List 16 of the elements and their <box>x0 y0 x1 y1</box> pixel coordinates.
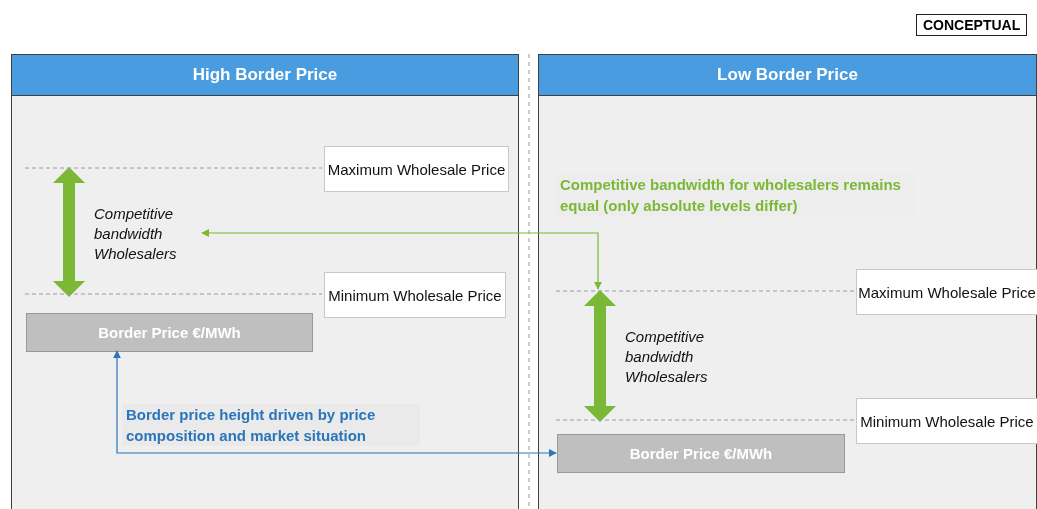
price-panel <box>11 54 519 509</box>
note-text: Border price height driven by price composition and market situation <box>122 404 420 446</box>
bandwidth-label: Competitive bandwidth Wholesalers <box>625 327 709 387</box>
price-level-box: Maximum Wholesale Price <box>856 269 1037 315</box>
status-tag: CONCEPTUAL <box>916 14 1028 36</box>
border-price-bar: Border Price €/MWh <box>557 434 845 473</box>
price-level-box: Minimum Wholesale Price <box>856 398 1037 444</box>
connector-arrow <box>113 350 557 457</box>
bandwidth-label: Competitive bandwidth Wholesalers <box>94 204 178 264</box>
price-level-box: Minimum Wholesale Price <box>324 272 506 318</box>
panel-header: High Border Price <box>12 55 518 96</box>
border-price-bar: Border Price €/MWh <box>26 313 313 352</box>
panel-header: Low Border Price <box>539 55 1036 96</box>
price-level-box: Maximum Wholesale Price <box>324 146 509 192</box>
price-panel <box>538 54 1037 509</box>
connector-arrow <box>201 229 602 290</box>
